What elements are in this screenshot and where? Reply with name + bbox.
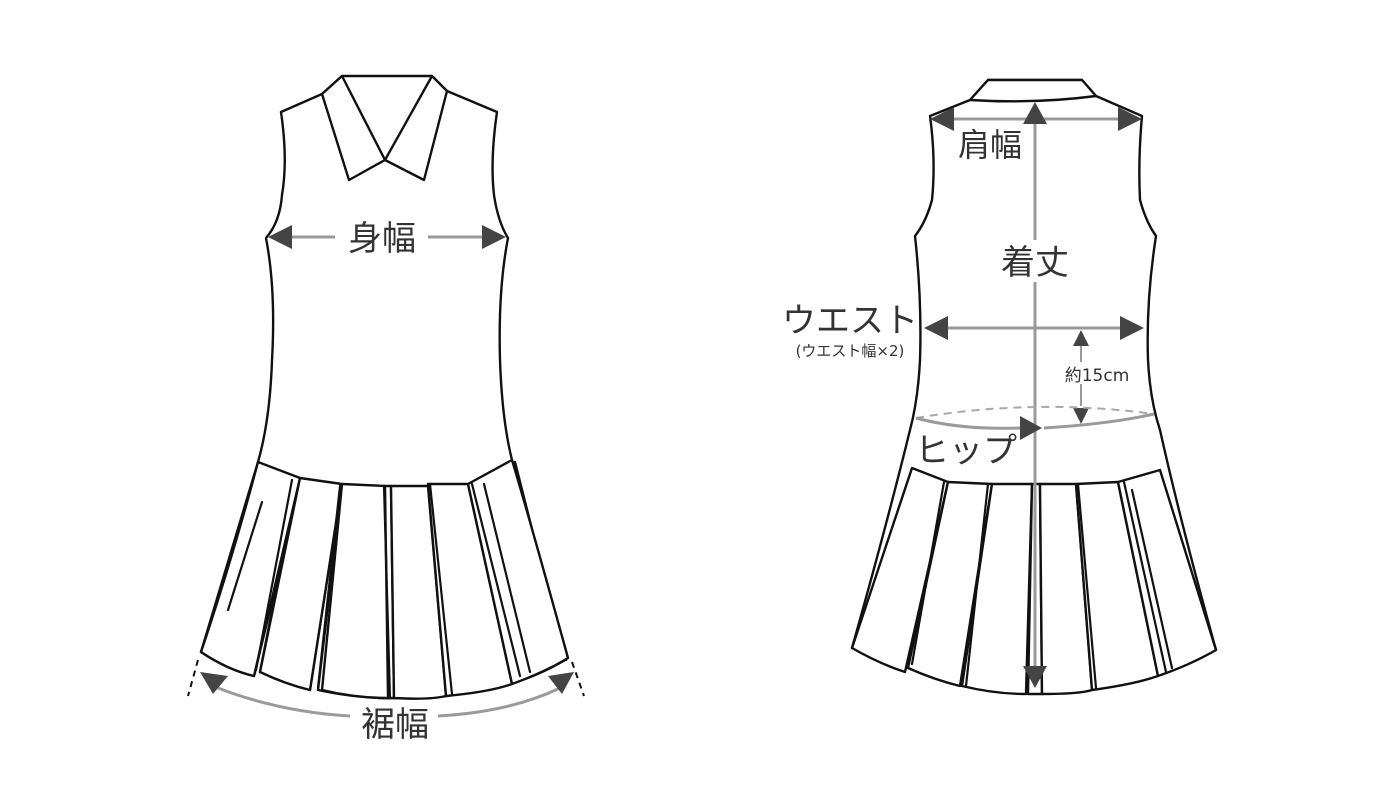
back-collar: [968, 78, 1098, 103]
arrow-up-icon: [1023, 102, 1047, 124]
waist-dimension: ウエスト (ウエスト幅×2): [782, 301, 1144, 360]
arrow-left-icon: [200, 672, 228, 694]
arrow-right-icon: [548, 672, 574, 694]
label-waist: ウエスト: [782, 301, 918, 341]
hem-left-tick: [187, 659, 199, 697]
front-skirt-panels: [199, 458, 570, 700]
label-length: 着丈: [1001, 243, 1069, 283]
label-hem-width: 裾幅: [361, 705, 429, 745]
arrow-right-icon: [482, 225, 506, 249]
arrow-left-icon: [924, 316, 948, 340]
body-width-dimension: 身幅: [268, 219, 506, 259]
hem-width-dimension: 裾幅: [200, 672, 574, 745]
arrow-down-icon: [1073, 408, 1089, 424]
arrow-left-icon: [930, 107, 954, 131]
hem-right-tick: [571, 661, 585, 697]
length-dimension: 着丈: [1001, 102, 1069, 688]
front-collar: [320, 74, 449, 182]
arrow-right-icon: [1020, 416, 1042, 440]
front-dress-drawing: [187, 74, 585, 700]
arrow-up-icon: [1073, 330, 1089, 346]
label-waist-to-hip: 約15cm: [1065, 366, 1130, 386]
label-waist-note: (ウエスト幅×2): [796, 342, 905, 360]
label-body-width: 身幅: [348, 219, 416, 259]
back-skirt-panels: [850, 466, 1218, 696]
arrow-down-icon: [1023, 666, 1047, 688]
hip-dimension: ヒップ: [915, 405, 1155, 471]
label-hip: ヒップ: [915, 431, 1017, 471]
arrow-left-icon: [268, 225, 292, 249]
arrow-right-icon: [1120, 316, 1144, 340]
waist-to-hip-dimension: 約15cm: [1058, 330, 1136, 424]
label-shoulder-width: 肩幅: [958, 126, 1022, 164]
arrow-right-icon: [1118, 107, 1142, 131]
